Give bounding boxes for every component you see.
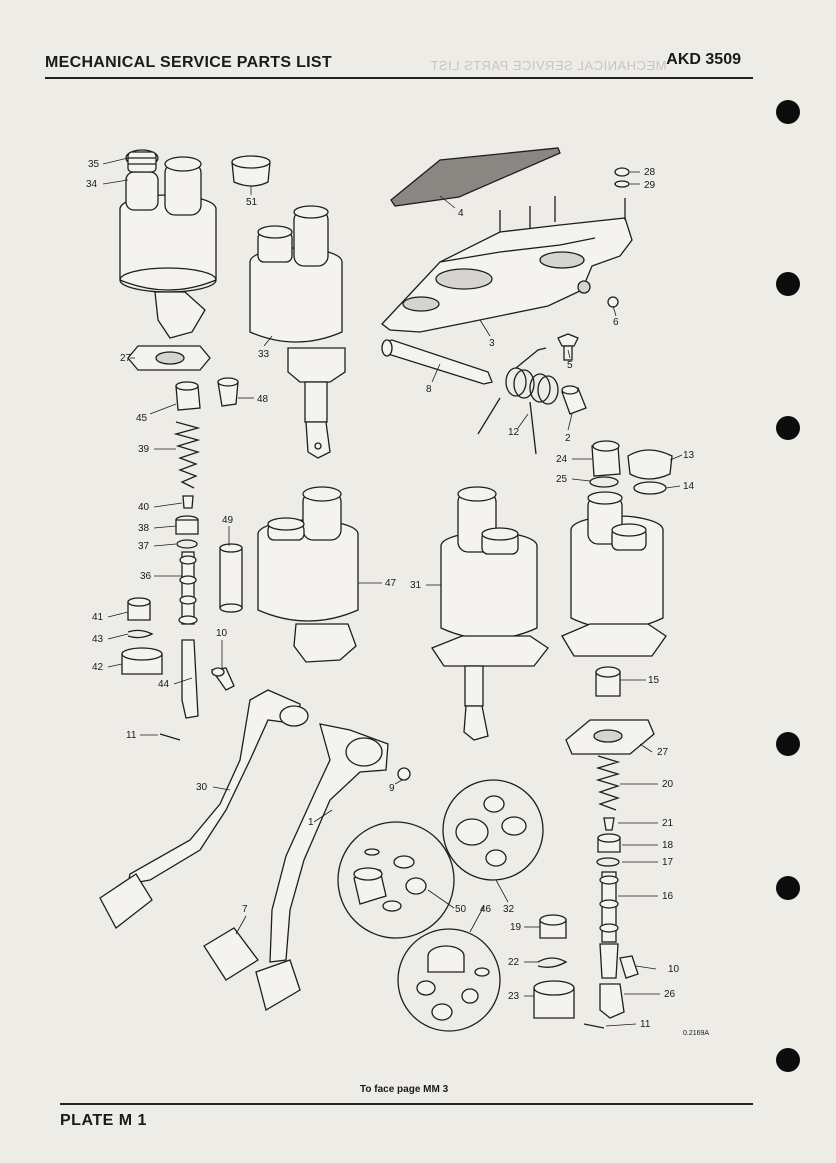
master-cylinder-assembly-31: [431, 486, 549, 741]
callout-label: 13: [683, 450, 695, 461]
brake-pedal: [99, 689, 309, 929]
filler-cap: [231, 155, 271, 187]
callout-label: 44: [158, 679, 170, 690]
callout-label: 9: [389, 783, 395, 794]
page-title: MECHANICAL SERVICE PARTS LIST: [45, 54, 332, 71]
plate-label: PLATE M 1: [60, 1112, 147, 1129]
callout-label: 2: [565, 433, 571, 444]
footer-rule: [60, 1103, 753, 1105]
callout-label: 29: [644, 180, 656, 191]
callout-label: 4: [458, 208, 464, 219]
callout-label: 46: [480, 904, 492, 915]
callout-label: 15: [648, 675, 660, 686]
gasket: [127, 345, 211, 371]
clutch-pedal: [255, 723, 389, 1011]
document-reference: AKD 3509: [666, 51, 741, 68]
pivot-shaft: [381, 339, 493, 385]
callout-label: 8: [426, 384, 432, 395]
page-reference-note: To face page MM 3: [360, 1084, 449, 1095]
coil-spring: [173, 421, 201, 489]
callout-label: 36: [140, 571, 152, 582]
callout-label: 26: [664, 989, 676, 1000]
callout-label: 23: [508, 991, 520, 1002]
callout-label: 17: [662, 857, 674, 868]
callout-label: 47: [385, 578, 397, 589]
callout-label: 1: [308, 817, 314, 828]
callout-label: 10: [216, 628, 228, 639]
callout-label: 41: [92, 612, 104, 623]
callout-label: 24: [556, 454, 568, 465]
callout-label: 33: [258, 349, 270, 360]
callout-label: 3: [489, 338, 495, 349]
callout-label: 27: [657, 747, 669, 758]
callout-label: 20: [662, 779, 674, 790]
inset-circle-50: [337, 821, 455, 939]
callout-label: 45: [136, 413, 148, 424]
punch-hole-icon: [776, 272, 800, 296]
master-cylinder-assembly-33: [249, 205, 346, 459]
callout-label: 42: [92, 662, 104, 673]
punch-hole-icon: [776, 416, 800, 440]
callout-label: 51: [246, 197, 258, 208]
punch-hole-icon: [776, 732, 800, 756]
callout-label: 5: [567, 360, 573, 371]
callout-label: 32: [503, 904, 515, 915]
punch-hole-icon: [776, 1048, 800, 1072]
callout-label: 37: [138, 541, 150, 552]
inset-circle-32: [442, 779, 544, 881]
punch-hole-icon: [776, 876, 800, 900]
callout-label: 19: [510, 922, 522, 933]
callout-label: 31: [410, 580, 422, 591]
callout-label: 38: [138, 523, 150, 534]
callout-label: 49: [222, 515, 234, 526]
callout-label: 21: [662, 818, 674, 829]
callout-label: 30: [196, 782, 208, 793]
callout-label: 40: [138, 502, 150, 513]
master-cylinder-assembly-left: [119, 149, 217, 339]
header-rule: [45, 77, 753, 79]
rubber-pad: [390, 147, 561, 207]
callout-label: 43: [92, 634, 104, 645]
callout-label: 35: [88, 159, 100, 170]
callout-label: 7: [242, 904, 248, 915]
master-cylinder-assembly-right: [561, 491, 667, 657]
callout-label: 39: [138, 444, 150, 455]
inset-circle-46: [397, 928, 501, 1032]
callout-label: 25: [556, 474, 568, 485]
callout-label: 10: [668, 964, 680, 975]
callout-label: 50: [455, 904, 467, 915]
drawing-number: 0.2169A: [683, 1030, 709, 1037]
callout-label: 28: [644, 167, 656, 178]
callout-label: 16: [662, 891, 674, 902]
callout-label: 6: [613, 317, 619, 328]
return-spring: [477, 347, 559, 455]
callout-label: 14: [683, 481, 695, 492]
pedal-rubber: [203, 927, 259, 981]
pedal-bracket: [381, 196, 633, 333]
callout-label: 12: [508, 427, 520, 438]
callout-label: 22: [508, 957, 520, 968]
callout-label: 18: [662, 840, 674, 851]
callout-label: 11: [640, 1019, 651, 1030]
punch-hole-icon: [776, 100, 800, 124]
callout-label: 27: [120, 353, 132, 364]
callout-label: 11: [126, 730, 137, 741]
master-cylinder-assembly-47: [257, 486, 359, 663]
callout-label: 34: [86, 179, 98, 190]
callout-label: 48: [257, 394, 269, 405]
